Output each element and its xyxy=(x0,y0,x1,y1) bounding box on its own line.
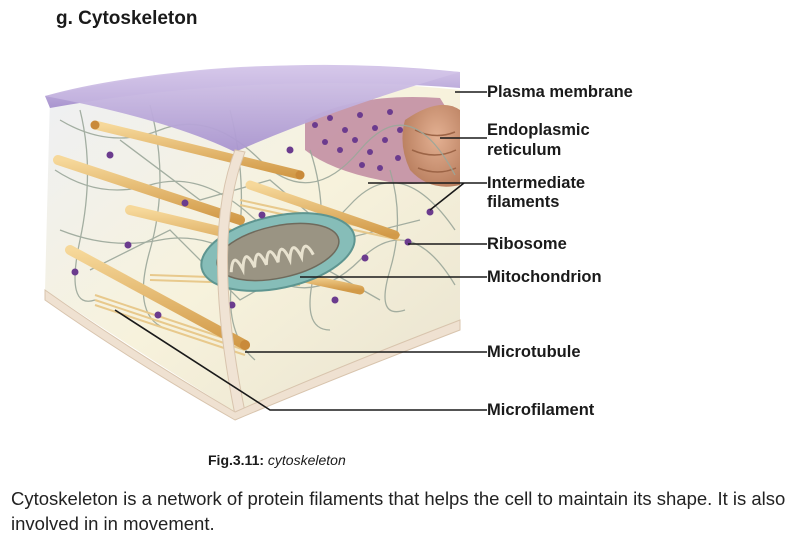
ribosome-dots xyxy=(71,109,434,319)
figure-title: cytoskeleton xyxy=(267,452,346,468)
figure-number: Fig.3.11: xyxy=(208,452,265,468)
label-intermediate-filaments-line1: Intermediate xyxy=(487,174,586,192)
description-paragraph: Cytoskeleton is a network of protein fil… xyxy=(11,488,786,534)
plasma-membrane-bulge xyxy=(45,65,460,152)
endoplasmic-reticulum-shape xyxy=(305,96,460,187)
mitochondrion-shape xyxy=(200,212,356,292)
label-endoplasmic-reticulum-line1: Endoplasmic xyxy=(487,121,590,139)
label-microtubule: Microtubule xyxy=(487,343,581,361)
page-heading: g. Cytoskeleton xyxy=(56,8,198,29)
label-plasma-membrane: Plasma membrane xyxy=(487,83,633,101)
plasma-membrane-front xyxy=(44,289,461,421)
cytoskeleton-diagram xyxy=(44,64,487,421)
label-microfilament: Microfilament xyxy=(487,401,595,419)
label-ribosome: Ribosome xyxy=(487,235,567,253)
label-mitochondrion: Mitochondrion xyxy=(487,268,602,286)
label-endoplasmic-reticulum-line2: reticulum xyxy=(487,141,562,159)
leader-lines xyxy=(114,91,487,411)
label-intermediate-filaments-line2: filaments xyxy=(487,193,560,211)
